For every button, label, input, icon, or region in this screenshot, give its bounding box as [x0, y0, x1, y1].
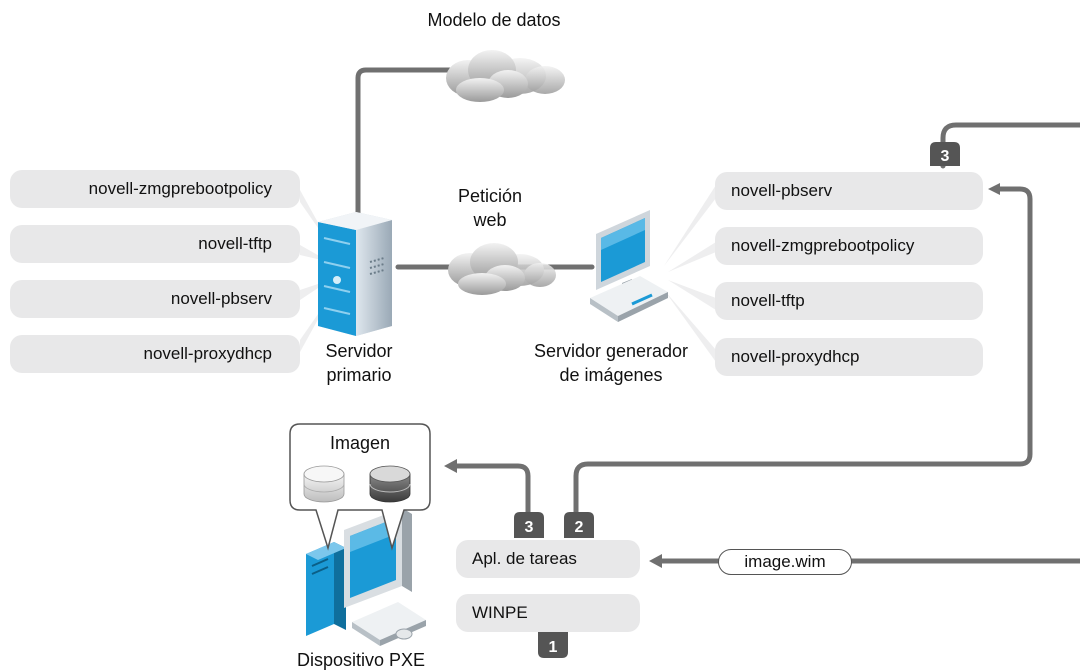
- step-badge-task-request: 2: [564, 512, 594, 538]
- disk-light-icon: [303, 465, 345, 503]
- imaging-fan: [664, 185, 716, 362]
- primary-service-pbserv: novell-pbserv: [10, 280, 300, 318]
- imaging-service-tftp: novell-tftp: [715, 282, 983, 320]
- image-label: Imagen: [329, 433, 391, 453]
- image-wim-label: image.wim: [718, 549, 852, 575]
- arrowhead-pbserv: [988, 183, 1000, 195]
- imaging-service-zmgprebootpolicy: novell-zmgprebootpolicy: [715, 227, 983, 265]
- step-badge-pbserv: 3: [930, 142, 960, 166]
- arrowheads: [444, 183, 1000, 568]
- step-badge-winpe-number: 1: [549, 639, 558, 656]
- imaging-server-label-line2: de imágenes: [559, 365, 663, 385]
- data-model-label: Modelo de datos: [427, 10, 561, 30]
- data-model-cloud-icon: [446, 50, 565, 102]
- device-task-app: Apl. de tareas: [456, 540, 640, 578]
- imaging-server-label-line1: Servidor generador: [533, 341, 689, 361]
- step-badge-task-request-number: 2: [575, 519, 584, 536]
- imaging-top-line: [940, 122, 1080, 169]
- imaging-service-pbserv: novell-pbserv: [715, 172, 983, 210]
- web-request-label-line2: web: [473, 210, 507, 230]
- primary-server-label-line1: Servidor: [325, 341, 393, 361]
- server-to-data-model-line: [355, 67, 455, 218]
- step-badge-image-return: 3: [514, 512, 544, 538]
- pbserv-to-task-line: [573, 186, 1033, 517]
- disk-dark-icon: [369, 465, 411, 503]
- server-tower-icon: [318, 212, 392, 336]
- step-badge-image-return-number: 3: [525, 519, 534, 536]
- image-callout: [289, 423, 431, 551]
- web-request-label-line1: Petición: [457, 186, 523, 206]
- image-return-line: [452, 463, 531, 517]
- web-request-cloud-icon: [448, 243, 556, 295]
- primary-service-tftp: novell-tftp: [10, 225, 300, 263]
- step-badge-winpe: 1: [538, 632, 568, 658]
- imaging-computer-icon: [590, 210, 668, 322]
- pxe-device-label: Dispositivo PXE: [296, 650, 426, 670]
- arrowhead-image-return: [444, 459, 457, 473]
- device-winpe: WINPE: [456, 594, 640, 632]
- arrowhead-task-app: [649, 554, 662, 568]
- primary-service-proxydhcp: novell-proxydhcp: [10, 335, 300, 373]
- step-badge-pbserv-number: 3: [941, 148, 950, 165]
- primary-service-zmgprebootpolicy: novell-zmgprebootpolicy: [10, 170, 300, 208]
- imaging-service-proxydhcp: novell-proxydhcp: [715, 338, 983, 376]
- primary-server-label-line2: primario: [326, 365, 392, 385]
